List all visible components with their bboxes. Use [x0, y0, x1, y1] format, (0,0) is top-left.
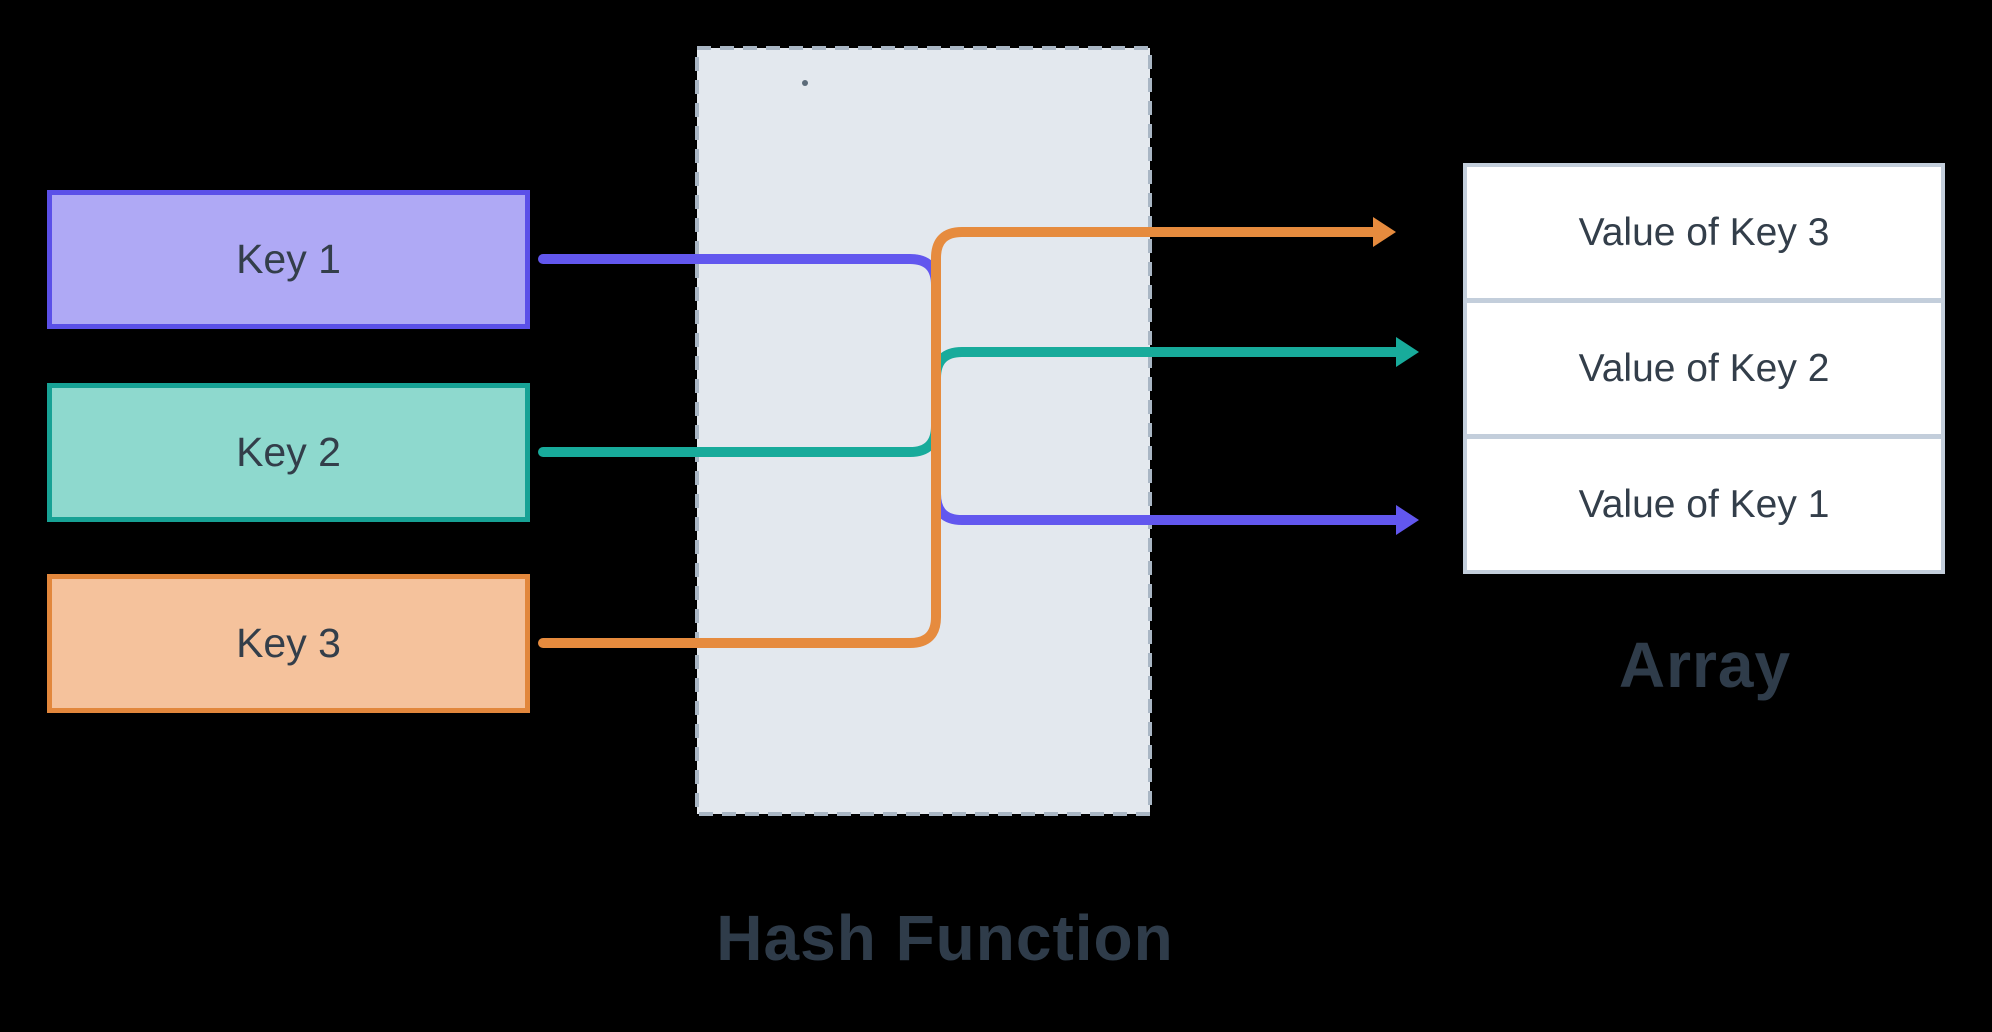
arrow-key2-head	[1396, 337, 1419, 367]
key-2-label: Key 2	[236, 429, 341, 475]
key-1-label: Key 1	[236, 236, 341, 282]
arrow-key3-line	[538, 227, 1379, 648]
array-cell-1: Value of Key 2	[1467, 303, 1941, 434]
array-cell-0: Value of Key 3	[1467, 167, 1941, 298]
key-2-box: Key 2	[47, 383, 530, 522]
array-cell-2-label: Value of Key 1	[1578, 482, 1830, 526]
array-box: Value of Key 3 Value of Key 2 Value of K…	[1463, 163, 1945, 574]
array-title: Array	[1618, 629, 1792, 701]
key-1-box: Key 1	[47, 190, 530, 329]
hash-box-dot	[802, 80, 808, 86]
hash-function-box	[695, 46, 1152, 816]
array-cell-2: Value of Key 1	[1467, 439, 1941, 570]
key-3-box: Key 3	[47, 574, 530, 713]
array-cell-0-label: Value of Key 3	[1578, 210, 1830, 254]
arrow-key3-head	[1373, 217, 1396, 247]
key-3-label: Key 3	[236, 620, 341, 666]
hash-function-title: Hash Function	[716, 902, 1174, 974]
arrow-key1-head	[1396, 505, 1419, 535]
array-cell-1-label: Value of Key 2	[1578, 346, 1830, 390]
